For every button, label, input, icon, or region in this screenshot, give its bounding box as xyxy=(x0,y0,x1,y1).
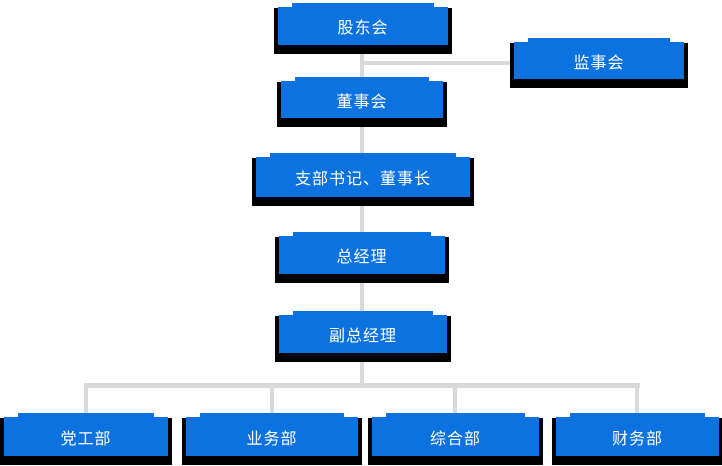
org-node-general-manager: 总经理 xyxy=(279,232,445,274)
org-node-dept-party-label: 党工部 xyxy=(60,428,112,448)
connector-bus-horizontal xyxy=(84,383,640,388)
connector-drop-business xyxy=(270,385,274,417)
org-node-dept-finance: 财务部 xyxy=(556,413,719,456)
org-node-secretary-chairman-label: 支部书记、董事长 xyxy=(294,169,431,188)
org-node-dept-party: 党工部 xyxy=(4,413,168,456)
org-node-dept-finance-label: 财务部 xyxy=(611,428,663,448)
org-node-shareholders-label: 股东会 xyxy=(337,18,389,37)
org-node-deputy-general-manager-label: 副总经理 xyxy=(328,326,397,345)
org-node-dept-business-label: 业务部 xyxy=(246,428,298,448)
connector-gm-deputy xyxy=(360,272,364,317)
connector-shareholders-supervisory xyxy=(362,61,512,65)
connector-secretary-gm xyxy=(360,197,364,236)
connector-board-secretary xyxy=(360,118,364,159)
org-node-shareholders: 股东会 xyxy=(278,3,448,45)
connector-drop-finance xyxy=(635,385,639,417)
org-node-general-manager-label: 总经理 xyxy=(336,247,388,266)
org-node-board: 董事会 xyxy=(281,77,443,118)
org-node-dept-business: 业务部 xyxy=(186,413,358,456)
connector-drop-party xyxy=(84,385,88,417)
org-node-board-label: 董事会 xyxy=(336,91,388,111)
org-node-supervisory: 监事会 xyxy=(514,38,684,79)
org-node-dept-general-label: 综合部 xyxy=(429,428,481,448)
org-node-deputy-general-manager: 副总经理 xyxy=(279,311,447,353)
org-node-supervisory-label: 监事会 xyxy=(573,52,625,72)
connector-drop-general xyxy=(453,385,457,417)
org-node-secretary-chairman: 支部书记、董事长 xyxy=(256,153,470,197)
org-node-dept-general: 综合部 xyxy=(372,413,539,456)
connector-deputy-bus xyxy=(360,353,364,386)
